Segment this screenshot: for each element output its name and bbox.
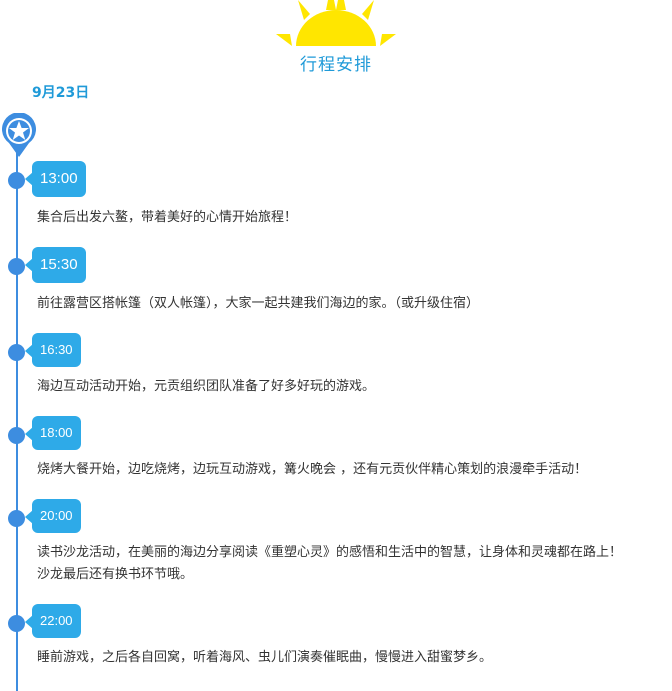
timeline-dot [8, 172, 25, 189]
time-badge: 16:30 [25, 333, 81, 367]
description-line: 睡前游戏，之后各自回窝，听着海风、虫儿们演奏催眠曲，慢慢进入甜蜜梦乡。 [37, 650, 493, 665]
event-description: 集合后出发六鳌，带着美好的心情开始旅程！ [37, 207, 669, 229]
event-description: 读书沙龙活动，在美丽的海边分享阅读《重塑心灵》的感悟和生活中的智慧，让身体和灵魂… [37, 542, 669, 586]
description-line: 沙龙最后还有换书环节哦。 [37, 567, 194, 582]
description-line: 前往露营区搭帐篷（双人帐篷），大家一起共建我们海边的家。（或升级住宿） [37, 296, 480, 311]
sun-icon [276, 0, 396, 46]
description-line: 海边互动活动开始，元贡组织团队准备了好多好玩的游戏。 [37, 379, 376, 394]
timeline-dot [8, 344, 25, 361]
timeline-line [16, 140, 18, 691]
time-badge: 22:00 [25, 604, 81, 638]
event-description: 烧烤大餐开始，边吃烧烤，边玩互动游戏，篝火晚会 ，还有元贡伙伴精心策划的浪漫牵手… [37, 459, 669, 481]
timeline-dot [8, 615, 25, 632]
star-pin-icon [2, 113, 36, 157]
time-badge: 20:00 [25, 499, 81, 533]
description-line: 集合后出发六鳌，带着美好的心情开始旅程！ [37, 210, 298, 225]
timeline-dot [8, 258, 25, 275]
timeline-dot [8, 427, 25, 444]
event-description: 海边互动活动开始，元贡组织团队准备了好多好玩的游戏。 [37, 376, 669, 398]
description-line: 烧烤大餐开始，边吃烧烤，边玩互动游戏，篝火晚会 ，还有元贡伙伴精心策划的浪漫牵手… [37, 462, 588, 477]
timeline-dot [8, 510, 25, 527]
event-description: 睡前游戏，之后各自回窝，听着海风、虫儿们演奏催眠曲，慢慢进入甜蜜梦乡。 [37, 647, 669, 669]
page-title: 行程安排 [300, 55, 372, 75]
time-badge: 15:30 [25, 247, 86, 283]
date-label: 9月23日 [32, 85, 90, 101]
description-line: 读书沙龙活动，在美丽的海边分享阅读《重塑心灵》的感悟和生活中的智慧，让身体和灵魂… [37, 545, 623, 560]
event-description: 前往露营区搭帐篷（双人帐篷），大家一起共建我们海边的家。（或升级住宿） [37, 293, 669, 315]
time-badge: 18:00 [25, 416, 81, 450]
time-badge: 13:00 [25, 161, 86, 197]
